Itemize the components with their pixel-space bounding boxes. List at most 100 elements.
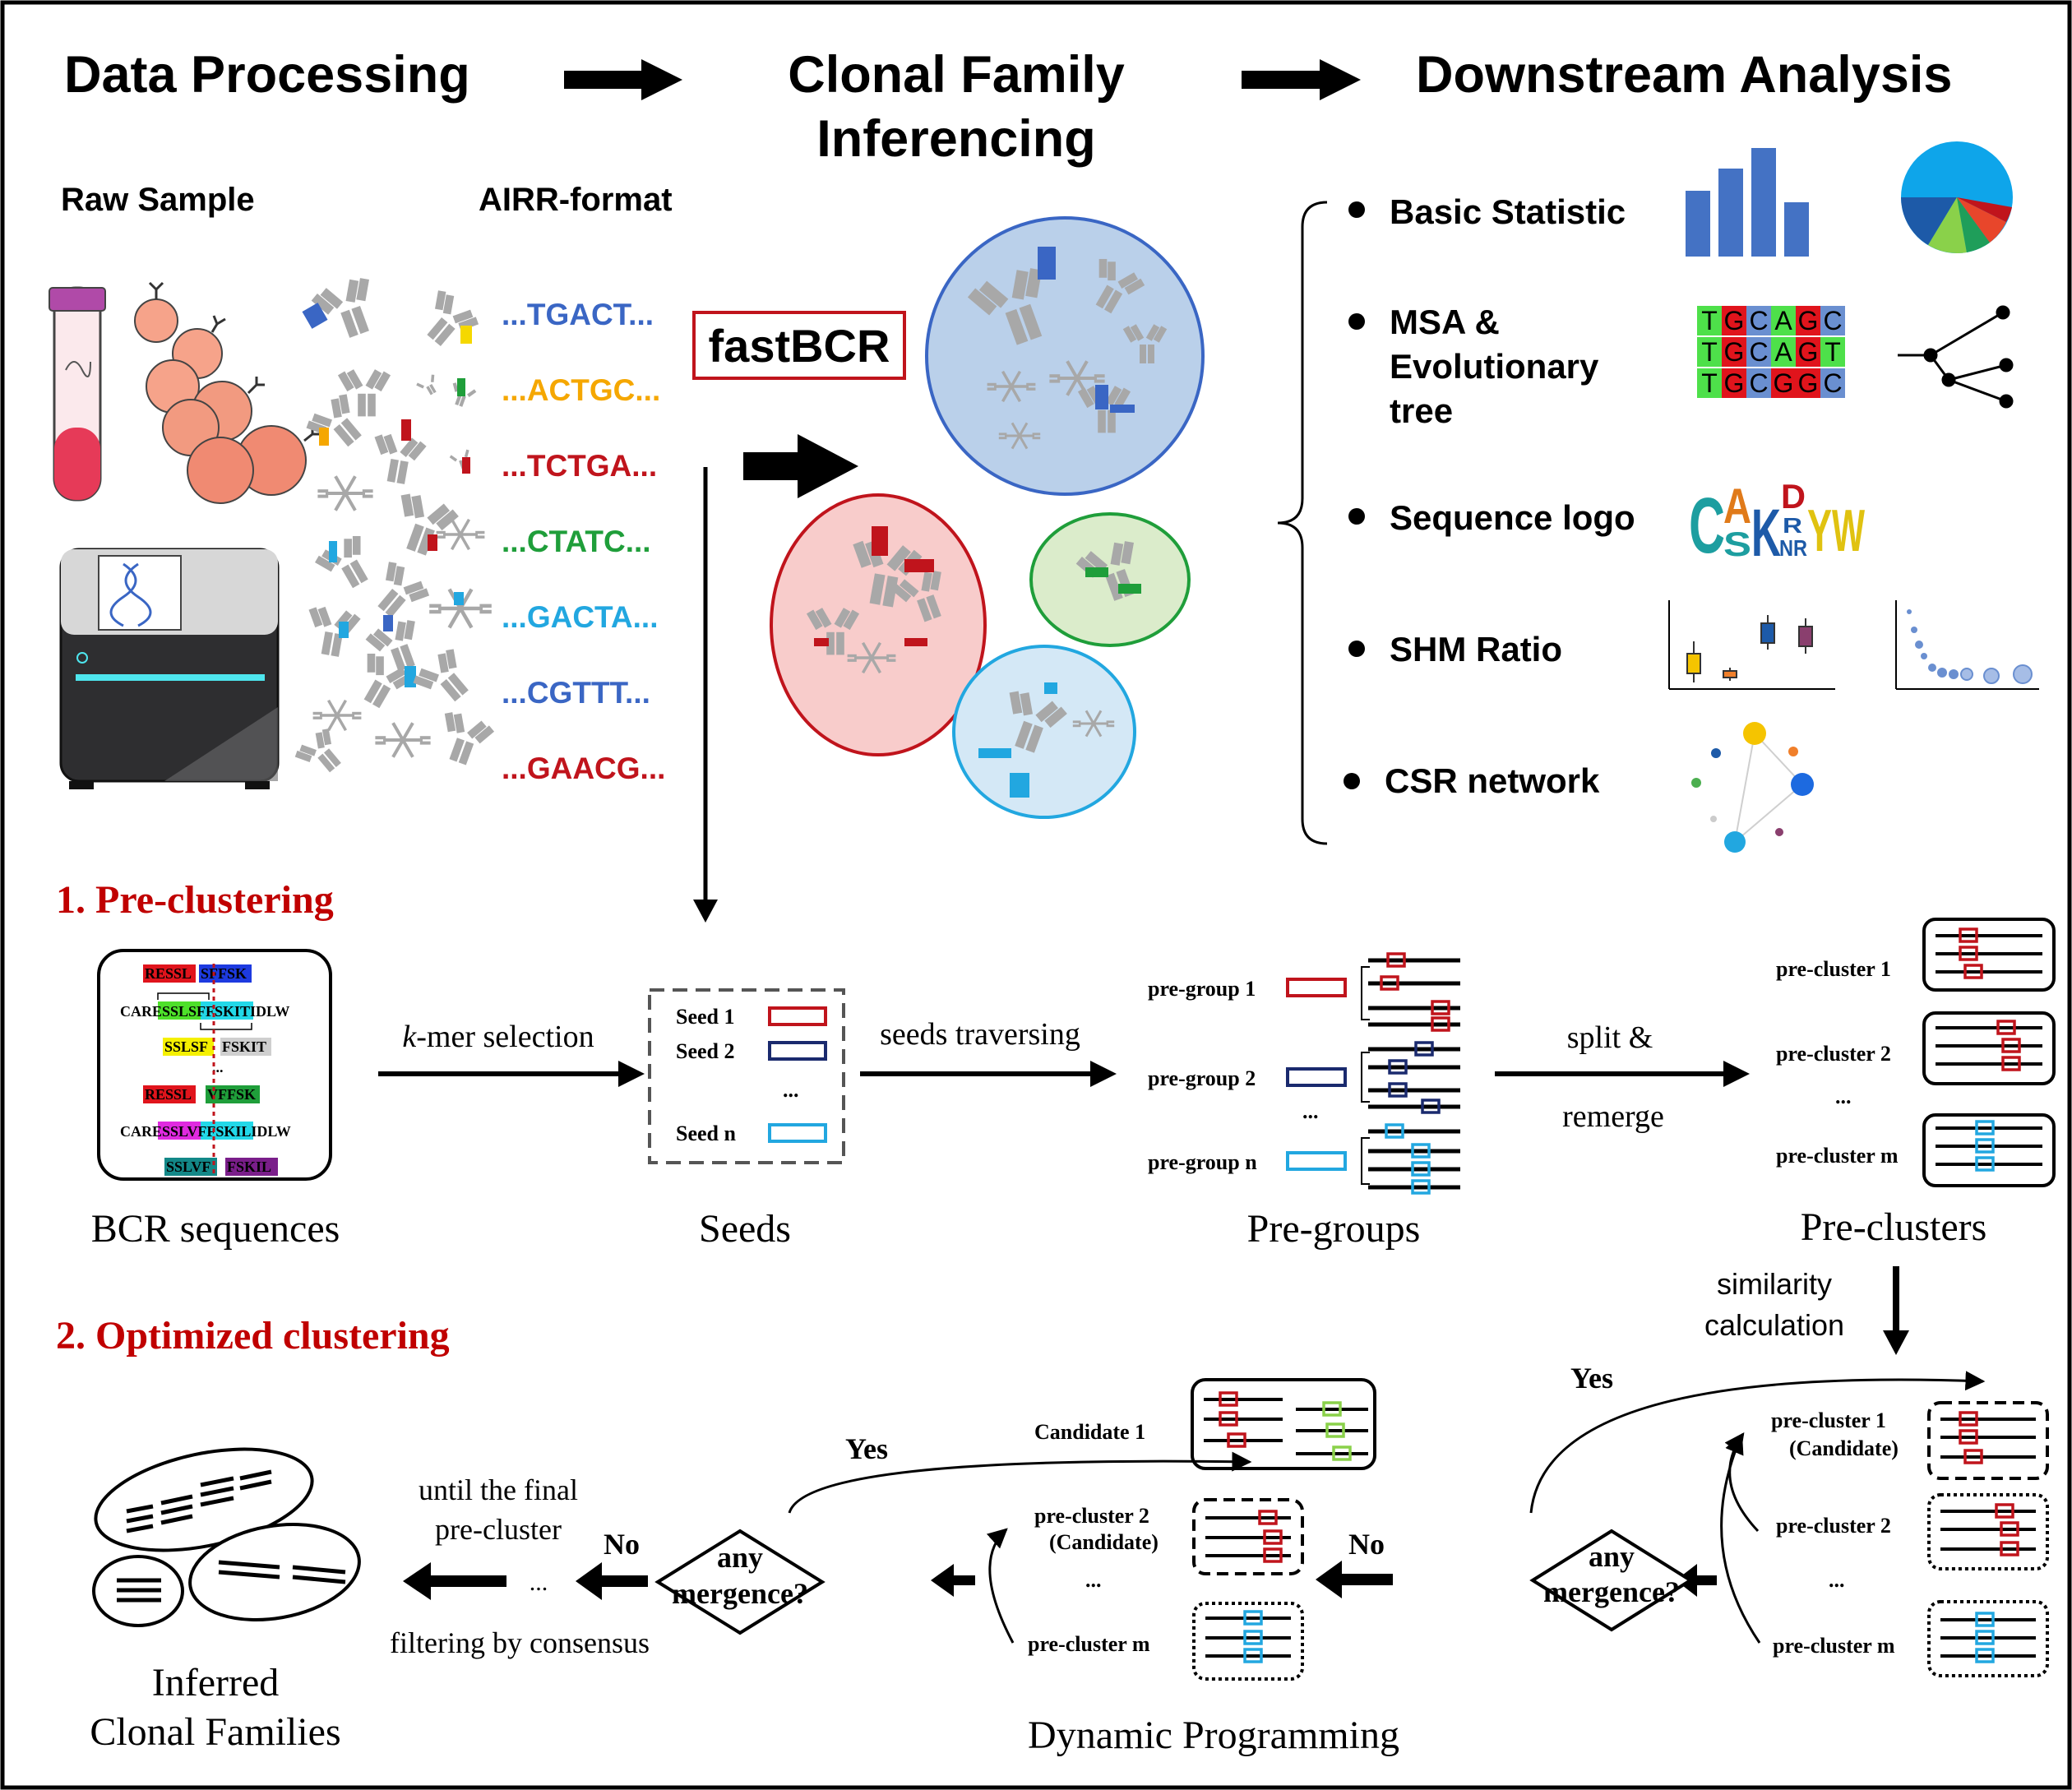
seed-n-label: Seed n bbox=[676, 1122, 737, 1145]
msa-cell bbox=[1697, 368, 1722, 398]
msa-cell bbox=[1820, 368, 1845, 398]
until-final-line2: pre-cluster bbox=[435, 1513, 562, 1546]
svg-text:W: W bbox=[1832, 498, 1865, 564]
right-pc1-label: pre-cluster 1 bbox=[1771, 1408, 1886, 1432]
antibody-field bbox=[291, 273, 497, 784]
seeds-ellipsis: ... bbox=[783, 1078, 799, 1102]
cluster-kmer bbox=[1243, 1648, 1263, 1663]
svg-text:NR: NR bbox=[1779, 535, 1807, 561]
seed-2-box bbox=[768, 1041, 827, 1061]
airr-seq-1: ...TGACT... bbox=[502, 298, 654, 331]
airr-seq-6: ...CGTTT... bbox=[502, 676, 650, 710]
similarity-line2: calculation bbox=[1704, 1308, 1844, 1342]
left-mergence-diamond bbox=[654, 1529, 826, 1635]
pregroup-2-box bbox=[1286, 1067, 1347, 1087]
seed-2-label: Seed 2 bbox=[676, 1039, 735, 1063]
fastbcr-label: fastBCR bbox=[709, 320, 890, 372]
msa-cell bbox=[1796, 368, 1820, 398]
seed-1-box bbox=[768, 1006, 827, 1026]
pregroup-bracket bbox=[1361, 966, 1370, 1020]
pregroup-kmer bbox=[1380, 975, 1399, 991]
pregroup-kmer bbox=[1431, 1000, 1450, 1015]
cluster-kmer bbox=[1975, 1648, 1995, 1663]
mid-ellipsis: ... bbox=[1085, 1568, 1102, 1592]
pregroup-n-label: pre-group n bbox=[1148, 1150, 1257, 1174]
msa-letter: G bbox=[1724, 337, 1745, 367]
cluster-kmer bbox=[1263, 1547, 1283, 1563]
msa-letter: G bbox=[1798, 337, 1819, 367]
msa-cell bbox=[1796, 337, 1820, 367]
inferred-families-icon bbox=[92, 1447, 361, 1627]
airr-down-arrowhead bbox=[693, 900, 718, 923]
cluster-kmer-green bbox=[1332, 1445, 1352, 1461]
cluster-kmer bbox=[2001, 1038, 2021, 1053]
msa-cell bbox=[1746, 368, 1771, 398]
msa-cell bbox=[1771, 368, 1796, 398]
clonal-family-cyan bbox=[952, 645, 1136, 819]
sequencer-machine-icon bbox=[59, 548, 280, 789]
right-no-arrowhead bbox=[1316, 1561, 1342, 1598]
similarity-arrowhead bbox=[1883, 1330, 1909, 1355]
cluster-kmer-green bbox=[1322, 1401, 1342, 1417]
right-precluster-boxes bbox=[1927, 1401, 2049, 1677]
left-diamond-line1: any bbox=[717, 1541, 763, 1574]
bcr-seq1: CARESSLSFFSKITIDLW bbox=[120, 1003, 289, 1020]
pregroup-kmer bbox=[1385, 1123, 1404, 1139]
msa-cell bbox=[1722, 368, 1746, 398]
ds-msa-line3: tree bbox=[1390, 391, 1453, 430]
dp-caption: Dynamic Programming bbox=[1028, 1714, 1399, 1757]
filtering-consensus-label: filtering by consensus bbox=[390, 1626, 650, 1659]
kmer-fskit: FSKIT bbox=[222, 1038, 266, 1055]
clonal-family-green bbox=[1029, 512, 1191, 647]
svg-text:A: A bbox=[1723, 479, 1751, 534]
pregroup-bracket bbox=[1361, 1052, 1370, 1103]
pregroup-kmer bbox=[1431, 1016, 1450, 1032]
step2-title: 2. Optimized clustering bbox=[56, 1314, 450, 1358]
clonal-family-blue bbox=[925, 216, 1205, 496]
similarity-line1: similarity bbox=[1717, 1267, 1832, 1301]
seeds-traversing-label: seeds traversing bbox=[880, 1017, 1080, 1052]
msa-letter: T bbox=[1701, 368, 1718, 398]
pregroup-kmer bbox=[1411, 1179, 1431, 1195]
cluster-kmer bbox=[1963, 1449, 1983, 1464]
cluster-kmer bbox=[1219, 1391, 1238, 1407]
b-cells-icon bbox=[134, 281, 322, 504]
ds-msa-line2: Evolutionary bbox=[1390, 347, 1599, 386]
mid-curve-arrow bbox=[986, 1528, 1015, 1644]
mid-pcm-label: pre-cluster m bbox=[1028, 1632, 1150, 1656]
left-ellipsis: ... bbox=[530, 1569, 548, 1596]
right-diamond-line1: any bbox=[1589, 1540, 1635, 1573]
precluster-1-label: pre-cluster 1 bbox=[1776, 957, 1891, 981]
airr-sequences: ...TGACT... ...ACTGC... ...TCTGA... ...C… bbox=[502, 298, 665, 785]
kmer-fskil: FSKIL bbox=[227, 1159, 271, 1175]
msa-letter: T bbox=[1825, 337, 1841, 367]
msa-letter: C bbox=[1749, 337, 1768, 367]
left-diamond-line2: mergence? bbox=[672, 1577, 808, 1610]
header-downstream-analysis: Downstream Analysis bbox=[1416, 46, 1952, 104]
split-label: split & bbox=[1567, 1020, 1653, 1055]
airr-seq-2: ...ACTGC... bbox=[502, 373, 660, 407]
right-precluster-list: pre-cluster 1 (Candidate) pre-cluster 2 … bbox=[1771, 1408, 1899, 1658]
precluster-m-box bbox=[1922, 1113, 2056, 1187]
kmer-vffsk: VFFSK bbox=[207, 1086, 256, 1103]
bar-chart-icon bbox=[1686, 148, 1809, 257]
raw-sample-label: Raw Sample bbox=[61, 182, 255, 218]
cluster-kmer bbox=[1975, 1156, 1995, 1172]
cluster-kmer bbox=[1243, 1630, 1263, 1645]
cluster-kmer bbox=[1995, 1503, 2014, 1519]
cluster-kmer bbox=[1996, 1020, 2016, 1035]
header-clonal-family: Clonal Family bbox=[788, 46, 1125, 104]
msa-letter: G bbox=[1774, 368, 1794, 398]
left-yes-arrow bbox=[788, 1451, 1252, 1514]
header-data-processing: Data Processing bbox=[64, 46, 470, 104]
right-ellipsis: ... bbox=[1829, 1568, 1845, 1592]
msa-cell bbox=[1722, 337, 1746, 367]
final-arrowhead bbox=[403, 1562, 431, 1600]
airr-seq-3: ...TCTGA... bbox=[502, 449, 657, 483]
pregroup-kmer bbox=[1414, 1041, 1434, 1057]
airr-format-label: AIRR-format bbox=[479, 182, 673, 218]
header-inferencing: Inferencing bbox=[816, 110, 1096, 168]
pregroup-kmer bbox=[1388, 1082, 1408, 1098]
msa-letter: T bbox=[1701, 337, 1718, 367]
left-no-arrowhead bbox=[576, 1562, 602, 1600]
